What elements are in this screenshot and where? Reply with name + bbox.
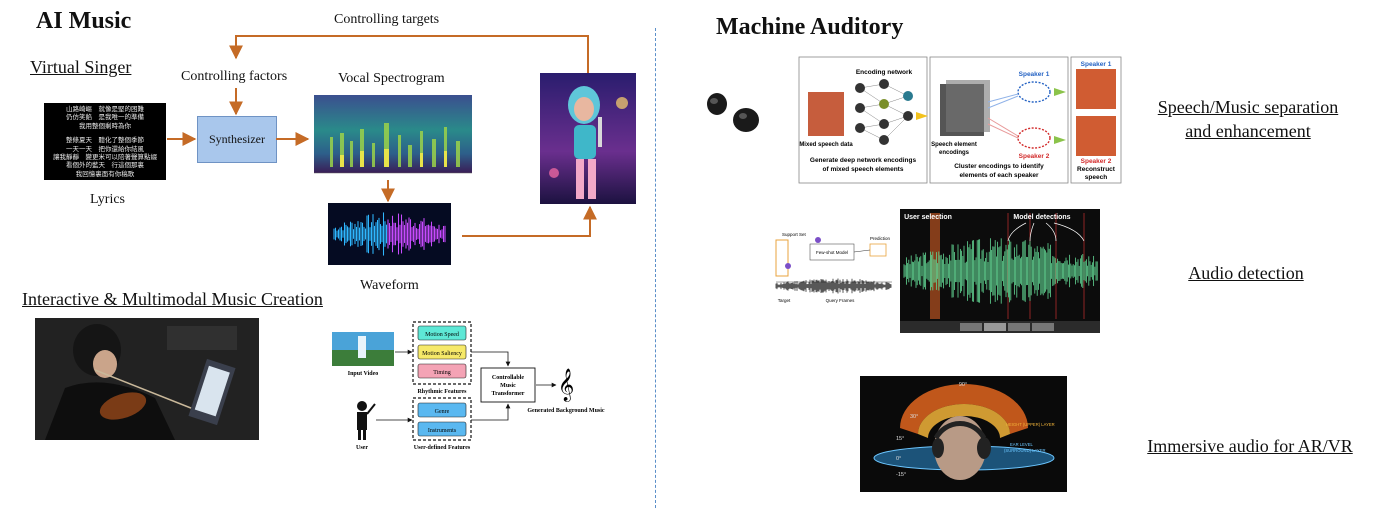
instruments-label: Instruments <box>428 428 457 434</box>
lyrics-line: 山路崎嶇 就像是堅的困難 <box>66 105 144 113</box>
height-layer-label: HEIGHT (UPPER) LAYER <box>1006 422 1055 427</box>
sep-caption-line: elements of each speaker <box>959 172 1039 179</box>
deg-0-label: 0° <box>896 456 901 462</box>
lyrics-line: 看個外的藍天 行這個那裏 <box>66 161 144 170</box>
separation-label-line: Speech/Music separation <box>1157 97 1339 117</box>
query-frames-label: Query Frames <box>826 298 856 303</box>
encoding-network-label: Encoding network <box>856 69 913 76</box>
motion-speed-label: Motion Speed <box>425 332 459 338</box>
head-figure <box>934 416 986 480</box>
motion-saliency-label: Motion Saliency <box>422 351 462 357</box>
transformer-label-line: Controllable <box>492 375 525 381</box>
immersive-audio-label: Immersive audio for AR/VR <box>1147 436 1353 456</box>
sep-caption-line: Cluster encodings to identify <box>954 163 1044 170</box>
deg-15-label: 15° <box>896 436 904 442</box>
immersive-audio-image: 90° 30° 15° 0° -15° HEIGHT (UPPER) LAYER… <box>860 376 1067 492</box>
waveform-label: Waveform <box>360 278 419 293</box>
singer-flow-arrows <box>167 35 597 237</box>
lyrics-label: Lyrics <box>90 192 125 207</box>
mixed-speech-label: Mixed speech data <box>799 142 853 148</box>
sep-caption-line: of mixed speech elements <box>823 166 904 173</box>
transformer-label-line: Transformer <box>492 391 525 397</box>
lyrics-line: 整條夏天 聽化了整個季節 <box>66 136 144 145</box>
transformer-box <box>480 367 536 403</box>
lyrics-line: 仍仿笑餡 是我唯一的準備 <box>66 113 144 122</box>
speaker1-spectrogram <box>1076 69 1116 109</box>
reconstruct-line: Reconstruct <box>1077 166 1116 173</box>
user-label: User <box>356 445 368 451</box>
speech-separation-figure: Encoding network Mixed speech data Gener… <box>798 56 1122 184</box>
prediction-label: Prediction <box>870 236 891 241</box>
support-set-label: Support Set <box>782 232 807 237</box>
speaker2-spectrogram <box>1076 116 1116 156</box>
reconstruct-line: speech <box>1085 174 1107 181</box>
waveform-image <box>328 203 451 265</box>
genre-label: Genre <box>435 409 450 415</box>
few-shot-diagram: Support Set Few-shot Model Prediction Ta… <box>775 232 892 303</box>
violinist-photo <box>35 318 259 440</box>
treble-clef-icon: 𝄞 <box>558 369 575 402</box>
synthesizer-box: Synthesizer <box>197 116 277 163</box>
user-icon <box>357 401 376 440</box>
speaker1-label: Speaker 1 <box>1019 71 1050 78</box>
user-selection-label: User selection <box>904 214 952 221</box>
mixed-spectrogram <box>808 92 844 136</box>
speaker2-output-label: Speaker 2 <box>1081 158 1112 165</box>
instruments-box <box>417 421 467 437</box>
lyrics-line: 讓我靜靜 變更米可以陪著聲算點綴 <box>53 153 157 162</box>
ear-level-line: (SURROUND) LAYER <box>1004 448 1046 453</box>
lyrics-line: 我用整個剩時為你 <box>79 121 131 130</box>
lyrics-line: 我回憶裏面有你稿歌 <box>75 169 135 178</box>
vocal-spectrogram-label: Vocal Spectrogram <box>338 71 445 86</box>
vocal-spectrogram-image <box>314 95 472 174</box>
few-shot-model-label: Few-shot Model <box>816 250 848 255</box>
controlling-targets-label: Controlling targets <box>334 12 440 27</box>
deg-minus15-label: -15° <box>896 472 906 478</box>
earbuds-image <box>707 93 759 132</box>
interactive-music-heading: Interactive & Multimodal Music Creation <box>22 289 323 309</box>
separation-label: Speech/Music separation and enhancement <box>1136 95 1360 143</box>
target-label: Target <box>778 298 791 303</box>
generated-music-label: Generated Background Music <box>527 408 605 414</box>
input-video-thumbnail <box>332 332 394 366</box>
rhythmic-features-label: Rhythmic Features <box>417 389 467 395</box>
audio-detection-label: Audio detection <box>1188 263 1304 283</box>
controlling-factors-label: Controlling factors <box>181 69 288 84</box>
separation-label-line: and enhancement <box>1185 121 1311 141</box>
virtual-singer-image <box>540 73 636 204</box>
lyrics-image: 山路崎嶇 就像是堅的困難 仍仿笑餡 是我唯一的準備 我用整個剩時為你 整條夏天 … <box>44 103 166 180</box>
section-divider <box>655 28 656 508</box>
machine-auditory-title: Machine Auditory <box>716 14 904 40</box>
motion-speed-box <box>417 325 467 341</box>
timing-box <box>417 363 467 379</box>
transformer-label-line: Music <box>500 383 516 389</box>
timing-label: Timing <box>433 370 450 376</box>
speaker2-label: Speaker 2 <box>1019 153 1050 160</box>
audio-detection-screenshot: User selection Model detections <box>900 209 1100 333</box>
ear-level-line: EAR LEVEL <box>1010 442 1033 447</box>
user-defined-features-label: User-defined Features <box>414 445 471 451</box>
input-video-label: Input Video <box>348 371 379 377</box>
speech-encodings-line: encodings <box>939 150 970 156</box>
speaker1-output-label: Speaker 1 <box>1081 61 1112 68</box>
ai-music-title: AI Music <box>36 8 132 34</box>
model-detections-label: Model detections <box>1013 214 1070 221</box>
lyrics-line: 一天一天 把你還給你結風 <box>66 144 144 153</box>
motion-saliency-box <box>417 344 467 360</box>
deg-30-label: 30° <box>910 414 918 420</box>
deg-90-label: 90° <box>959 382 967 388</box>
genre-box <box>417 402 467 418</box>
virtual-singer-heading: Virtual Singer <box>30 57 132 77</box>
sep-caption-line: Generate deep network encodings <box>810 157 917 164</box>
multimodal-pipeline-diagram: Input Video Motion Speed Motion Saliency… <box>332 321 605 451</box>
speech-encodings-line: Speech element <box>931 142 977 148</box>
